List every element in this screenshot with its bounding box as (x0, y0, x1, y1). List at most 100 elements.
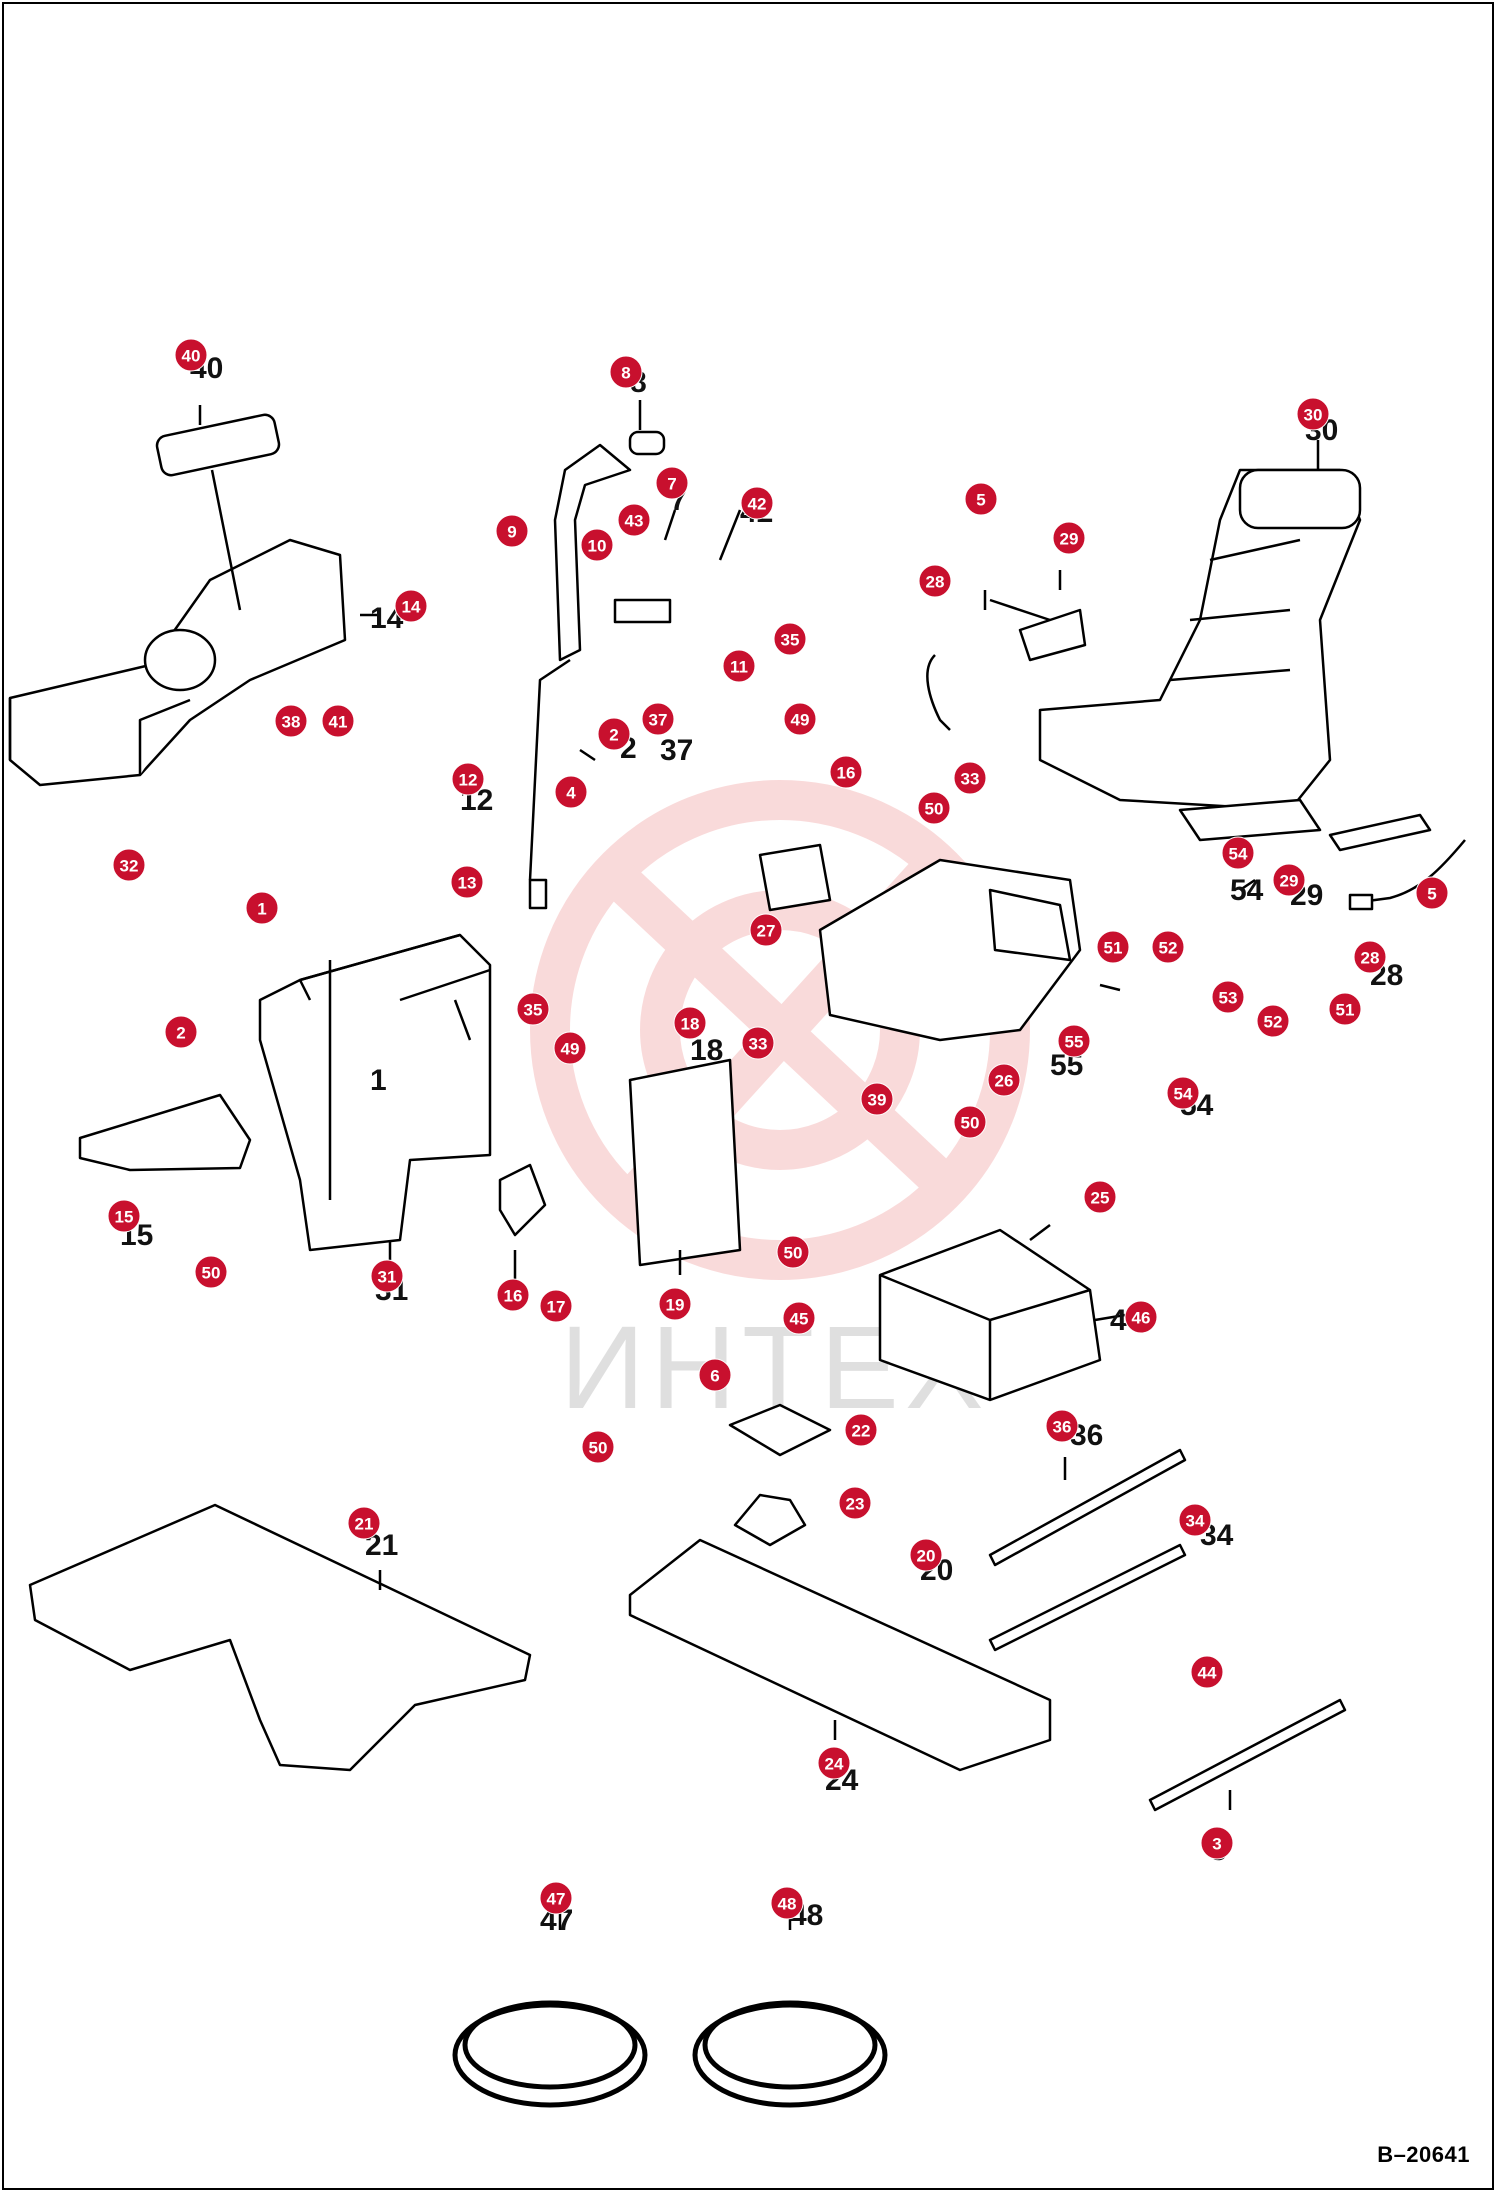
callout-34[interactable]: 34 (1178, 1503, 1212, 1537)
callout-50[interactable]: 50 (917, 791, 951, 825)
callout-50[interactable]: 50 (776, 1235, 810, 1269)
callout-23[interactable]: 23 (838, 1486, 872, 1520)
callout-46[interactable]: 46 (1124, 1300, 1158, 1334)
svg-text:2: 2 (176, 1024, 185, 1043)
callout-52[interactable]: 52 (1151, 930, 1185, 964)
callout-37[interactable]: 37 (641, 702, 675, 736)
callout-52[interactable]: 52 (1256, 1004, 1290, 1038)
callout-53[interactable]: 53 (1211, 980, 1245, 1014)
callout-9[interactable]: 9 (495, 514, 529, 548)
callout-49[interactable]: 49 (783, 702, 817, 736)
callout-18[interactable]: 18 (673, 1006, 707, 1040)
callout-55[interactable]: 55 (1057, 1024, 1091, 1058)
svg-text:50: 50 (784, 1244, 803, 1263)
callout-16[interactable]: 16 (496, 1278, 530, 1312)
callout-2[interactable]: 2 (164, 1015, 198, 1049)
callout-21[interactable]: 21 (347, 1506, 381, 1540)
svg-text:6: 6 (710, 1367, 719, 1386)
callout-42[interactable]: 42 (740, 486, 774, 520)
callout-49[interactable]: 49 (553, 1031, 587, 1065)
callout-38[interactable]: 38 (274, 704, 308, 738)
svg-text:15: 15 (115, 1208, 134, 1227)
svg-text:1: 1 (257, 900, 266, 919)
callout-20[interactable]: 20 (909, 1538, 943, 1572)
callout-7[interactable]: 7 (655, 466, 689, 500)
callout-36[interactable]: 36 (1045, 1409, 1079, 1443)
svg-text:38: 38 (282, 713, 301, 732)
callout-13[interactable]: 13 (450, 865, 484, 899)
svg-text:4: 4 (566, 784, 576, 803)
callout-14[interactable]: 14 (394, 589, 428, 623)
callout-22[interactable]: 22 (844, 1413, 878, 1447)
callout-45[interactable]: 45 (782, 1301, 816, 1335)
callout-2[interactable]: 2 (597, 717, 631, 751)
svg-text:18: 18 (690, 1034, 723, 1067)
callout-50[interactable]: 50 (953, 1105, 987, 1139)
callout-54[interactable]: 54 (1166, 1076, 1200, 1110)
callout-30[interactable]: 30 (1296, 397, 1330, 431)
callout-15[interactable]: 15 (107, 1199, 141, 1233)
callout-25[interactable]: 25 (1083, 1180, 1117, 1214)
svg-text:49: 49 (561, 1040, 580, 1059)
callout-5[interactable]: 5 (964, 482, 998, 516)
callout-1[interactable]: 1 (245, 891, 279, 925)
svg-text:45: 45 (790, 1310, 809, 1329)
callout-54[interactable]: 54 (1221, 836, 1255, 870)
callout-3[interactable]: 3 (1200, 1826, 1234, 1860)
callout-8[interactable]: 8 (609, 355, 643, 389)
callout-29[interactable]: 29 (1052, 521, 1086, 555)
svg-text:3: 3 (1212, 1835, 1221, 1854)
svg-text:32: 32 (120, 857, 139, 876)
svg-text:54: 54 (1230, 874, 1264, 907)
callout-17[interactable]: 17 (539, 1289, 573, 1323)
callout-27[interactable]: 27 (749, 913, 783, 947)
callout-48[interactable]: 48 (770, 1886, 804, 1920)
callout-11[interactable]: 11 (722, 649, 756, 683)
callout-40[interactable]: 40 (174, 338, 208, 372)
callout-35[interactable]: 35 (773, 622, 807, 656)
callout-44[interactable]: 44 (1190, 1655, 1224, 1689)
callout-5[interactable]: 5 (1415, 876, 1449, 910)
svg-text:26: 26 (995, 1072, 1014, 1091)
svg-text:50: 50 (961, 1114, 980, 1133)
callout-50[interactable]: 50 (581, 1430, 615, 1464)
callout-35[interactable]: 35 (516, 992, 550, 1026)
callout-51[interactable]: 51 (1096, 930, 1130, 964)
svg-text:8: 8 (621, 364, 630, 383)
callout-6[interactable]: 6 (698, 1358, 732, 1392)
callout-29[interactable]: 29 (1272, 863, 1306, 897)
drawing-id: B–20641 (1377, 2142, 1470, 2167)
svg-text:44: 44 (1198, 1664, 1217, 1683)
callout-4[interactable]: 4 (554, 775, 588, 809)
callout-51[interactable]: 51 (1328, 992, 1362, 1026)
svg-text:22: 22 (852, 1422, 871, 1441)
svg-text:33: 33 (961, 770, 980, 789)
callout-10[interactable]: 10 (580, 528, 614, 562)
svg-text:40: 40 (182, 347, 201, 366)
callout-32[interactable]: 32 (112, 848, 146, 882)
callout-33[interactable]: 33 (741, 1026, 775, 1060)
callout-50[interactable]: 50 (194, 1255, 228, 1289)
svg-text:35: 35 (524, 1001, 543, 1020)
callout-33[interactable]: 33 (953, 761, 987, 795)
callout-19[interactable]: 19 (658, 1287, 692, 1321)
callout-12[interactable]: 12 (451, 762, 485, 796)
callout-28[interactable]: 28 (918, 564, 952, 598)
callout-24[interactable]: 24 (817, 1746, 851, 1780)
callout-39[interactable]: 39 (860, 1082, 894, 1116)
svg-text:52: 52 (1159, 939, 1178, 958)
callout-16[interactable]: 16 (829, 755, 863, 789)
callout-31[interactable]: 31 (370, 1259, 404, 1293)
callout-47[interactable]: 47 (539, 1881, 573, 1915)
svg-text:50: 50 (202, 1264, 221, 1283)
callout-26[interactable]: 26 (987, 1063, 1021, 1097)
svg-text:33: 33 (749, 1035, 768, 1054)
callout-43[interactable]: 43 (617, 503, 651, 537)
callout-41[interactable]: 41 (321, 704, 355, 738)
svg-text:5: 5 (976, 491, 985, 510)
svg-text:25: 25 (1091, 1189, 1110, 1208)
svg-text:39: 39 (868, 1091, 887, 1110)
callout-28[interactable]: 28 (1353, 940, 1387, 974)
